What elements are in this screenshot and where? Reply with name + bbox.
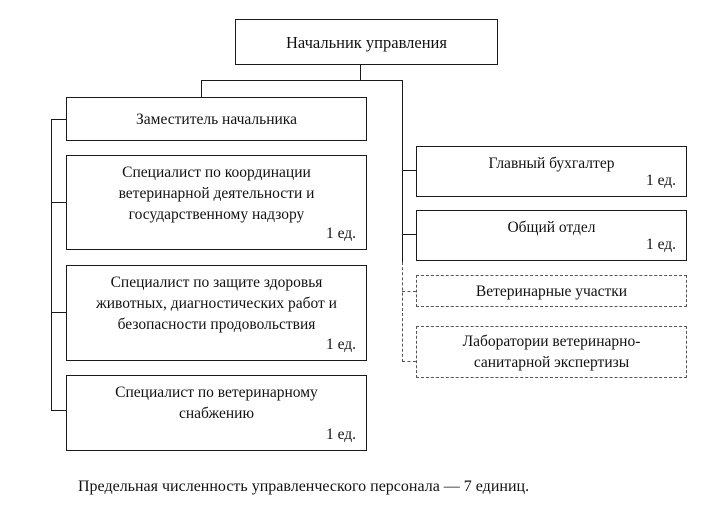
connector-to-accountant [402, 170, 416, 171]
connector-right-trunk-dashed [402, 262, 403, 362]
unit-box-vet-sites: Ветеринарные участки [416, 275, 687, 307]
unit-count: 1 ед. [325, 336, 356, 353]
connector-right-trunk [402, 80, 403, 262]
unit-title: Лаборатории ветеринарно-санитарной экспе… [462, 333, 641, 371]
connector-to-vet-sites [402, 291, 416, 292]
unit-box-chief-accountant: Главный бухгалтер 1 ед. [416, 146, 687, 197]
head-box: Начальник управления [235, 19, 498, 65]
head-label: Начальник управления [286, 32, 447, 52]
unit-title: Общий отдел [507, 219, 596, 236]
unit-box-supply: Специалист по ветеринарному снабжению 1 … [66, 375, 367, 451]
unit-box-general-dept: Общий отдел 1 ед. [416, 210, 687, 261]
footnote: Предельная численность управленческого п… [78, 478, 530, 495]
connector-left-top [51, 119, 66, 120]
unit-count: 1 ед. [325, 426, 356, 443]
unit-title: Специалист по координации ветеринарной д… [118, 164, 315, 223]
unit-count: 1 ед. [645, 236, 676, 253]
unit-title: Ветеринарные участки [475, 282, 628, 300]
connector-left-trunk [51, 119, 52, 411]
connector-head-down [360, 64, 361, 80]
deputy-label: Заместитель начальника [136, 110, 297, 128]
connector-to-labs [402, 361, 416, 362]
unit-title: Специалист по ветеринарному снабжению [115, 384, 318, 422]
deputy-box: Заместитель начальника [66, 97, 367, 141]
unit-title: Специалист по защите здоровья животных, … [96, 274, 337, 333]
connector-to-deputy [201, 80, 202, 98]
connector-left-3 [51, 410, 66, 411]
unit-box-animal-health: Специалист по защите здоровья животных, … [66, 265, 367, 361]
unit-count: 1 ед. [645, 172, 676, 189]
connector-left-2 [51, 312, 66, 313]
unit-box-coordination: Специалист по координации ветеринарной д… [66, 155, 367, 250]
connector-left-1 [51, 202, 66, 203]
connector-to-general-dept [402, 234, 416, 235]
unit-count: 1 ед. [325, 225, 356, 242]
connector-horizontal-top [201, 80, 403, 81]
unit-title: Главный бухгалтер [488, 155, 615, 172]
unit-box-vet-labs: Лаборатории ветеринарно-санитарной экспе… [416, 326, 687, 378]
